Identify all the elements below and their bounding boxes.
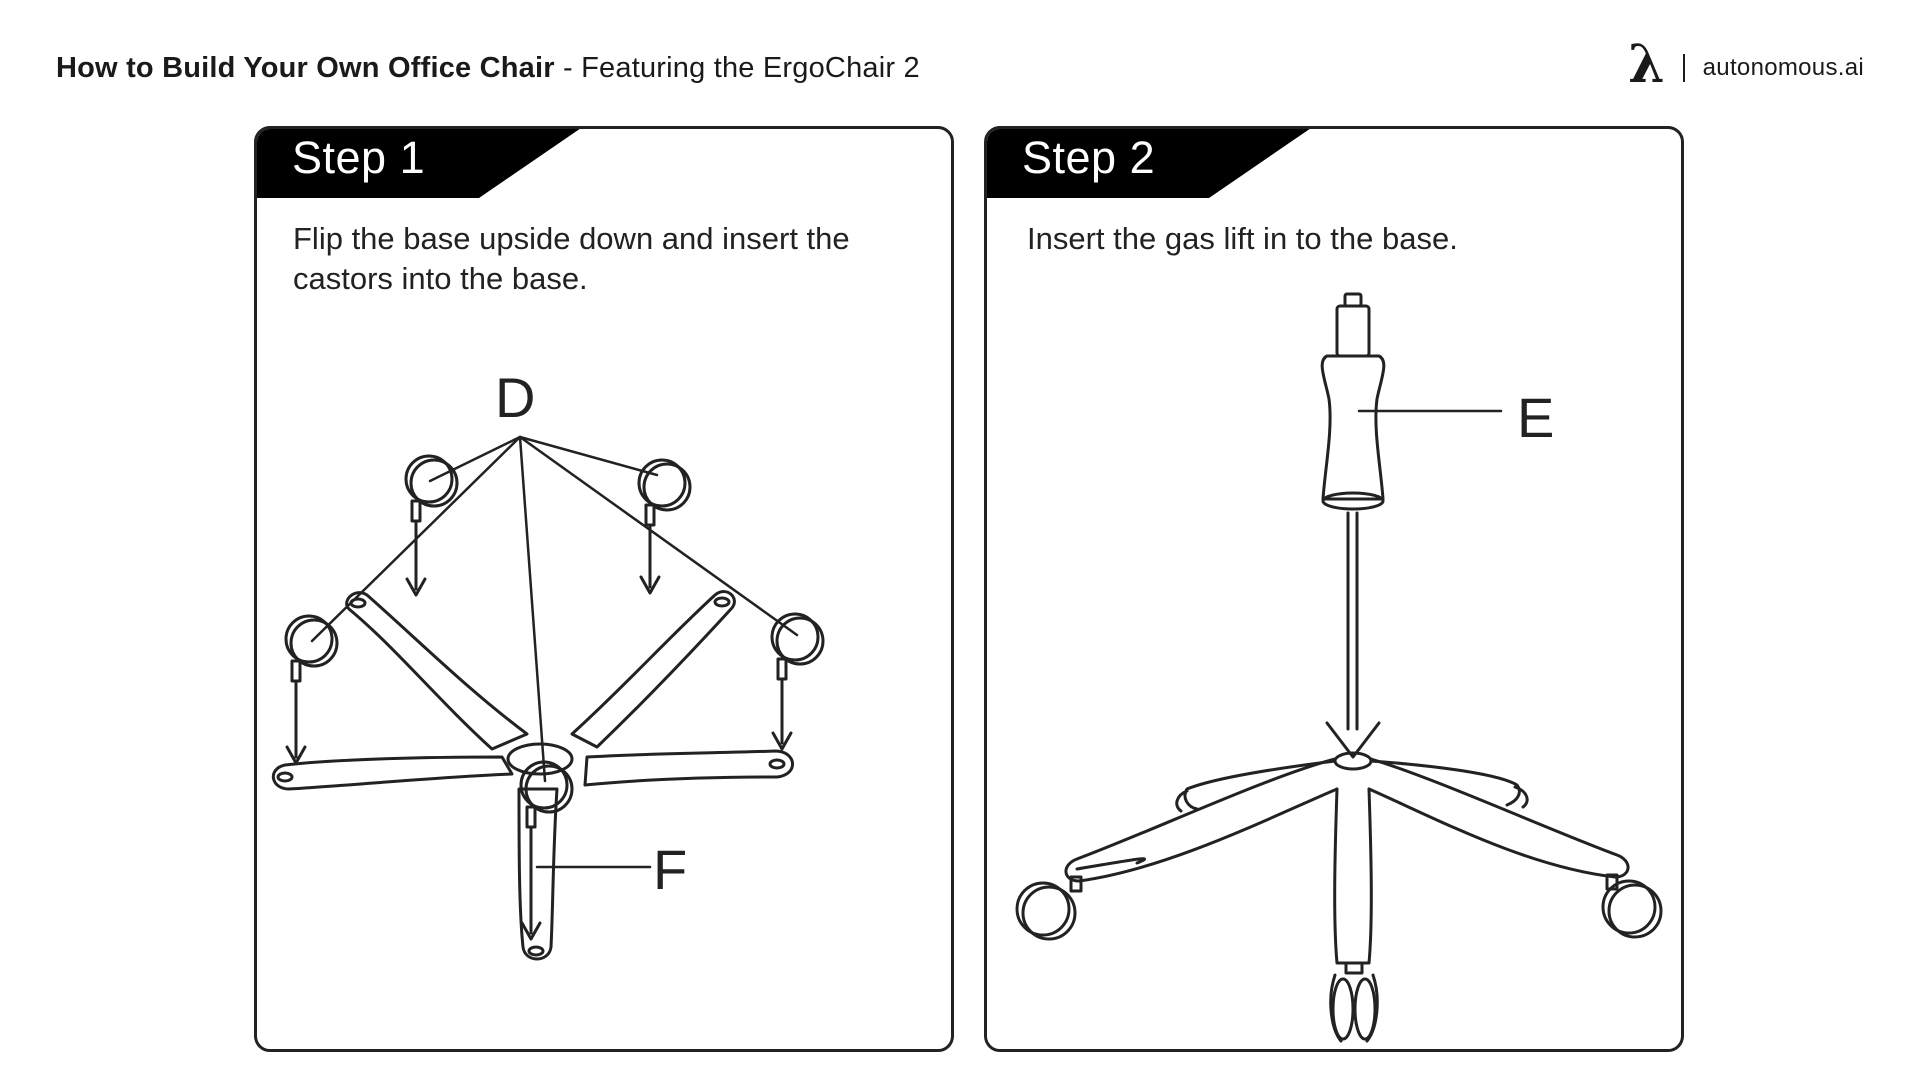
caster-left (1015, 875, 1083, 941)
step-2-panel: Step 2 Insert the gas lift in to the bas… (984, 126, 1684, 1052)
step-2-instruction: Insert the gas lift in to the base. (1027, 221, 1458, 256)
step-2-tab: Step 2 (987, 129, 1314, 198)
step-2-diagram: E (1015, 292, 1663, 1043)
brand[interactable]: λ autonomous.ai (1628, 39, 1864, 91)
step-1-instruction: Flip the base upside down and insert the… (293, 221, 850, 296)
brand-divider (1682, 54, 1685, 82)
base-arm-upper-left (345, 591, 529, 751)
caster-right (1601, 873, 1663, 939)
gas-lift (1320, 292, 1386, 511)
base-arm-upper-right (570, 590, 736, 749)
castor-wheel-1 (404, 454, 459, 508)
callout-d-leaders (310, 435, 799, 783)
base-arm-bottom (517, 787, 559, 961)
castor-wheel-2 (637, 458, 692, 512)
step-tab-shape (987, 129, 1310, 198)
callout-d: D (495, 366, 535, 429)
base-arm-left (272, 755, 514, 791)
chair-base (1064, 751, 1630, 965)
step-1-diagram: D F (272, 366, 825, 961)
step-1-label: Step 1 (292, 132, 426, 183)
callout-e: E (1517, 386, 1554, 449)
castor-wheel-3 (284, 614, 339, 668)
title-subtitle: - Featuring the ErgoChair 2 (554, 51, 920, 84)
base-arm-right (583, 749, 794, 787)
caster-bottom (1329, 961, 1379, 1043)
brand-name[interactable]: autonomous.ai (1702, 54, 1864, 81)
page-title: How to Build Your Own Office Chair - Fea… (56, 52, 920, 85)
step-2-label: Step 2 (1022, 132, 1156, 183)
page-header: How to Build Your Own Office Chair - Fea… (56, 39, 1864, 91)
lambda-logo-icon: λ (1628, 34, 1665, 95)
title-bold: How to Build Your Own Office Chair (56, 51, 555, 84)
base-center-hole (506, 742, 574, 776)
step-1-panel: Step 1 Flip the base upside down and ins… (254, 126, 954, 1052)
step-tab-shape (257, 129, 580, 198)
step-1-tab: Step 1 (257, 129, 584, 198)
castor-wheel-4 (770, 612, 825, 666)
callout-f: F (653, 838, 687, 901)
